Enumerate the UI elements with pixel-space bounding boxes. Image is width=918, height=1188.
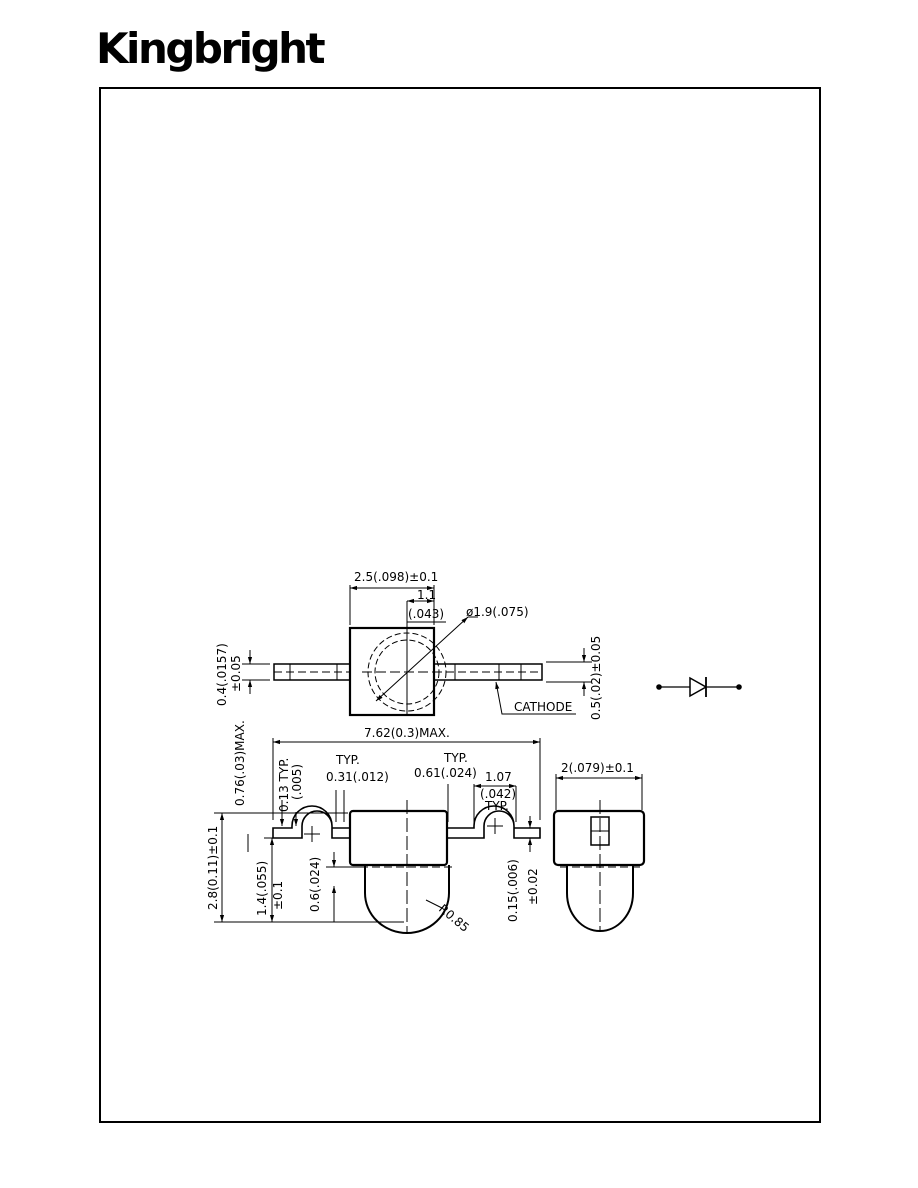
label-right-typ: TYP. — [443, 751, 468, 765]
label-lead-height: 0.15(.006) — [506, 859, 520, 922]
label-cathode: CATHODE — [514, 700, 572, 714]
end-view-body — [552, 809, 646, 867]
label-center-offset: 1.1 — [417, 588, 436, 602]
label-center-offset-inch: (.043) — [408, 607, 444, 621]
right-bent-lead — [446, 805, 541, 839]
label-overall-length: 7.62(0.3)MAX. — [364, 726, 450, 740]
label-bend: 1.07 — [485, 770, 512, 784]
label-end-width: 2(.079)±0.1 — [561, 761, 634, 775]
top-view — [242, 585, 592, 717]
label-bend-inch: (.042) — [480, 787, 516, 801]
left-bent-lead — [272, 805, 351, 839]
label-lead-thickness: 0.13 TYP. — [277, 758, 291, 812]
label-lens-height: 1.4(.055) — [255, 861, 269, 916]
label-left-lead-tol: ±0.05 — [229, 655, 243, 692]
side-view-body — [348, 809, 449, 867]
diode-symbol — [656, 676, 742, 698]
cathode-leader — [495, 681, 576, 715]
label-right-pitch: 0.61(.024) — [414, 766, 477, 780]
label-left-pitch: 0.31(.012) — [326, 770, 389, 784]
diameter-leader — [375, 616, 469, 702]
side-view-lens — [364, 865, 450, 934]
label-top-width: 2.5(.098)±0.1 — [354, 570, 438, 584]
label-lead-height-tol: ±0.02 — [526, 868, 540, 905]
label-total-height: 2.8(0.11)±0.1 — [206, 826, 220, 910]
label-left-typ: TYP. — [335, 753, 360, 767]
brand-logo: Kingbright — [96, 24, 326, 73]
label-left-lead: 0.4(.0157) — [215, 643, 229, 706]
label-radius: R0.85 — [436, 902, 472, 935]
label-standoff: 0.76(.03)MAX. — [233, 720, 247, 806]
label-bend-typ: TYP. — [484, 799, 509, 813]
label-lens-tol: ±0.1 — [271, 881, 285, 910]
drawing-frame — [99, 87, 821, 1123]
dimension-labels: 2.5(.098)±0.1 1.1 (.043) ø1.9(.075) CATH… — [206, 570, 634, 935]
label-right-lead: 0.5(.02)±0.05 — [589, 636, 603, 720]
label-lead-thickness-inch: (.005) — [290, 764, 304, 800]
side-view — [214, 738, 541, 934]
label-lens-offset: 0.6(.024) — [308, 857, 322, 912]
label-diameter: ø1.9(.075) — [466, 605, 529, 619]
end-view — [552, 774, 646, 932]
